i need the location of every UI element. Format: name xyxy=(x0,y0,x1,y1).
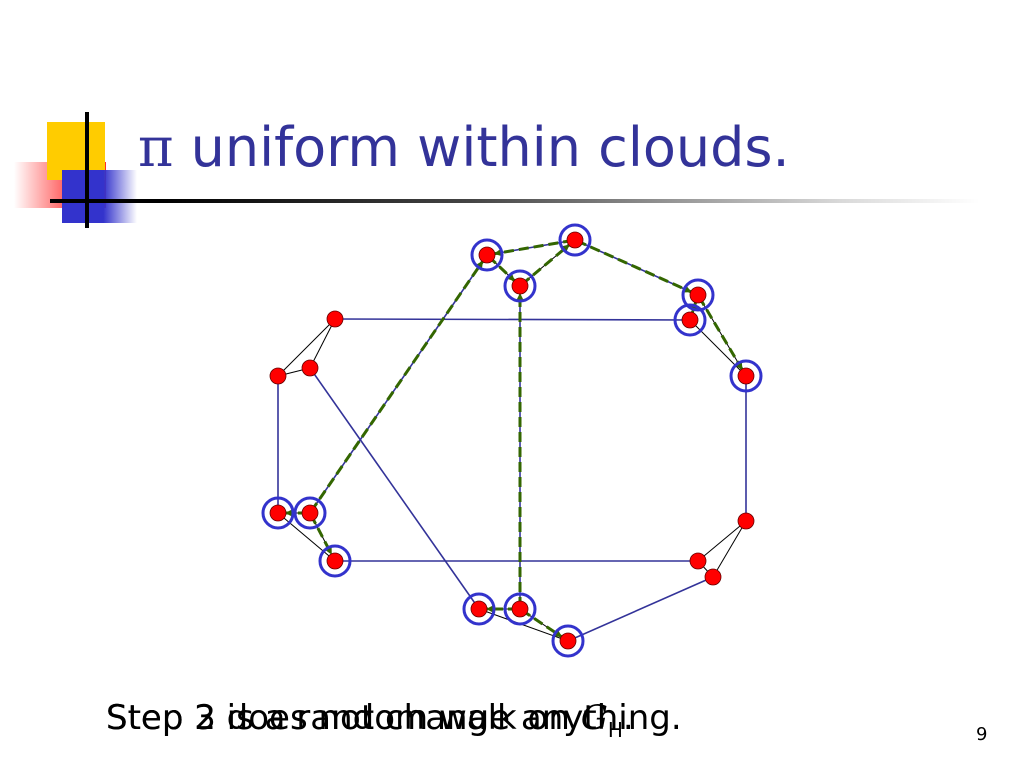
graph-node xyxy=(704,568,722,586)
graph-node xyxy=(301,359,319,377)
graph-node xyxy=(689,286,707,304)
node-ring xyxy=(551,624,585,658)
node-ring xyxy=(318,544,352,578)
graph-edge xyxy=(309,367,480,610)
cloud-edge xyxy=(277,318,336,377)
cloud-edge xyxy=(697,520,747,562)
node-ring xyxy=(261,496,295,530)
graph-node xyxy=(470,600,488,618)
graph-node xyxy=(269,367,287,385)
graph-node xyxy=(478,246,496,264)
title-pi-symbol: π xyxy=(138,116,174,179)
graph-edge xyxy=(334,318,691,321)
walk-arrow-edge xyxy=(520,243,570,286)
graph-node xyxy=(269,504,287,522)
walk-arrow-edge xyxy=(309,260,484,513)
graph-node xyxy=(301,504,319,522)
graph-node xyxy=(326,552,344,570)
graph-node xyxy=(737,512,755,530)
walk-arrow-edge xyxy=(493,238,574,257)
graph-edge xyxy=(567,576,714,642)
node-ring xyxy=(462,592,496,626)
node-ring xyxy=(293,496,327,530)
page-number: 9 xyxy=(976,724,988,745)
node-ring xyxy=(558,223,592,257)
node-ring xyxy=(681,278,715,312)
graph-node xyxy=(681,311,699,329)
graph-node xyxy=(511,600,529,618)
node-ring xyxy=(673,303,707,337)
graph-node xyxy=(737,367,755,385)
slide-title: π uniform within clouds. xyxy=(138,112,790,184)
node-ring xyxy=(729,359,763,393)
node-ring xyxy=(503,269,537,303)
title-decoration-vertical-line xyxy=(85,112,89,228)
cloud-edge xyxy=(309,318,336,369)
cloud-edge xyxy=(712,520,747,578)
node-ring xyxy=(470,238,504,272)
graph-node xyxy=(689,552,707,570)
caption-step-2-graph-subscript: H xyxy=(607,717,623,742)
graph-nodes xyxy=(261,223,763,658)
title-underline xyxy=(50,199,980,203)
caption-step-2-text: Step 2 is a random walk on xyxy=(106,698,581,738)
graph-node xyxy=(566,231,584,249)
node-ring xyxy=(503,592,537,626)
graph-node xyxy=(511,277,529,295)
caption-step-2-period: . xyxy=(622,698,634,738)
title-decoration-blue-square xyxy=(62,170,137,223)
caption-step-2: Step 2 is a random walk on GH. xyxy=(106,696,634,742)
caption-step-3: Step 3 does not change anything. xyxy=(106,698,682,738)
graph-node xyxy=(559,632,577,650)
walk-arrow-edge xyxy=(576,239,692,294)
caption-step-2-graph-var: G xyxy=(580,698,608,738)
graph-node xyxy=(326,310,344,328)
title-text: uniform within clouds. xyxy=(173,116,790,179)
